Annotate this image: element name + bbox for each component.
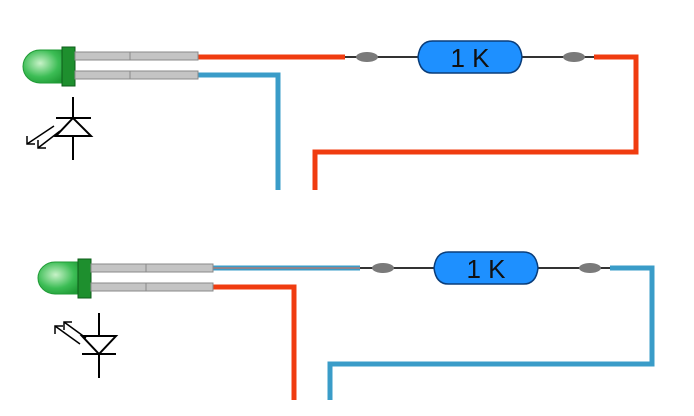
led-1-lead-bottom bbox=[74, 70, 199, 80]
resistor-2-label: 1 K bbox=[466, 254, 506, 284]
photodiode-incoming-light-icon bbox=[26, 97, 94, 160]
led-2 bbox=[37, 258, 214, 299]
resistor-2-bead-right bbox=[579, 263, 601, 273]
red-wire-2 bbox=[312, 54, 639, 190]
resistor-1-bead-left bbox=[356, 52, 378, 62]
led-2-lead-bottom bbox=[90, 282, 214, 292]
led-1 bbox=[22, 46, 199, 87]
circuit-1: 1 K bbox=[22, 40, 639, 190]
resistor-2: 1 K bbox=[360, 251, 610, 285]
led-emitting-light-icon bbox=[54, 313, 119, 378]
red-wire-3 bbox=[213, 284, 297, 400]
led-1-lead-top bbox=[74, 51, 199, 61]
circuit-2: 1 K bbox=[37, 251, 655, 400]
resistor-1-bead-right bbox=[563, 52, 585, 62]
led-2-lead-top bbox=[90, 263, 214, 273]
resistor-1-label: 1 K bbox=[450, 43, 490, 73]
resistor-2-bead-left bbox=[372, 263, 394, 273]
resistor-1: 1 K bbox=[345, 40, 594, 74]
blue-wire-2b bbox=[327, 265, 655, 400]
blue-wire-1 bbox=[198, 72, 281, 190]
